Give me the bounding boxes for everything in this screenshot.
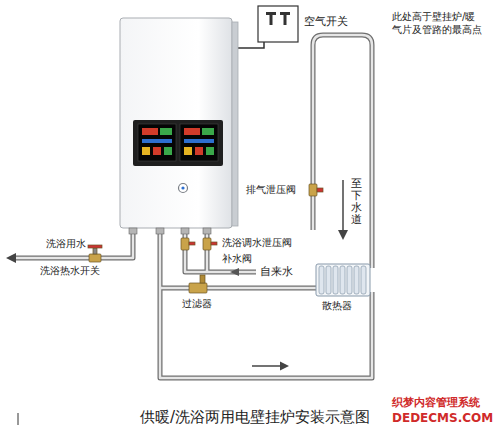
air-switch-symbol: [270, 15, 273, 25]
air-switch-symbol: [284, 15, 287, 25]
air-switch-symbol: [258, 6, 298, 42]
filter-symbol: [200, 275, 205, 283]
boiler-body: [164, 147, 172, 155]
radiator-symbol: [316, 264, 370, 296]
part-label: 自来水: [260, 265, 293, 278]
boiler-body: [232, 22, 238, 226]
part-label: 空气开关: [304, 15, 348, 28]
boiler-body: [142, 139, 172, 143]
pipe-core: [185, 228, 256, 272]
pipe-outline: [185, 228, 256, 272]
boiler-body: [156, 228, 164, 234]
air-switch-symbol: [266, 12, 276, 15]
valve-symbol: [93, 248, 97, 254]
boiler-body: [184, 147, 192, 155]
boiler-body: [153, 147, 161, 155]
boiler-body: [206, 147, 214, 155]
valve-symbol: [181, 238, 189, 250]
part-label: 过滤器: [182, 298, 212, 310]
pipe-outline: [160, 228, 372, 378]
watermark-text: DEDECMS.COM: [392, 411, 493, 425]
part-label: 散热器: [322, 300, 352, 312]
flow-arrow: [280, 362, 289, 371]
boiler-body: [120, 18, 232, 228]
valve-symbol: [189, 242, 195, 245]
boiler-body: [202, 128, 214, 135]
power-cable: [236, 42, 264, 48]
vertical-label: 至下水道: [351, 178, 362, 226]
air-switch-symbol: [280, 12, 290, 15]
boiler-body: [180, 124, 218, 161]
boiler-body: [184, 128, 200, 135]
boiler-body: [129, 228, 137, 234]
boiler-body: [142, 147, 150, 155]
radiator-symbol: [361, 266, 366, 294]
boiler-body: [179, 184, 188, 193]
flow-arrow: [342, 180, 344, 232]
boiler-body: [203, 228, 211, 234]
radiator-symbol: [319, 266, 324, 294]
boiler-body: [120, 18, 238, 234]
pipe-core: [160, 228, 372, 378]
stray-mark: [18, 413, 19, 425]
watermark-text: 织梦内容管理系统: [392, 396, 480, 409]
part-label: 补水阀: [222, 253, 252, 265]
flow-arrow: [6, 253, 16, 263]
flow-arrow: [338, 230, 348, 240]
flow-arrow: [252, 365, 281, 367]
valve-symbol: [88, 245, 102, 248]
radiator-symbol: [354, 266, 359, 294]
part-label: 洗浴用水: [46, 238, 86, 250]
note-text: 此处高于壁挂炉/暖气片及管路的最高点: [392, 10, 484, 36]
pipe-core: [313, 35, 372, 268]
valve-symbol: [88, 184, 323, 262]
valve-symbol: [89, 254, 101, 262]
flow-arrow: [230, 268, 239, 276]
boiler-body: [160, 128, 172, 135]
radiator-symbol: [333, 266, 338, 294]
part-label: 洗浴调水泄压阀: [222, 237, 292, 249]
radiator-symbol: [347, 266, 352, 294]
flow-arrow: [6, 180, 348, 371]
boiler-body: [142, 128, 158, 135]
radiator-symbol: [316, 264, 370, 296]
filter-symbol: [189, 283, 207, 293]
boiler-body: [138, 124, 176, 161]
valve-symbol: [211, 242, 217, 245]
stray-mark: [18, 413, 19, 425]
pipe-core: [14, 228, 133, 258]
boiler-body: [181, 186, 184, 189]
power-cable: [236, 42, 264, 48]
boiler-body: [184, 139, 214, 143]
valve-symbol: [317, 188, 323, 192]
boiler-body: [133, 120, 223, 166]
diagram-caption: 供暖/洗浴两用电壁挂炉安装示意图: [140, 408, 370, 426]
pipe-core: [160, 287, 316, 290]
boiler-body: [195, 147, 203, 155]
pipe-outline: [14, 228, 133, 258]
part-label: 洗浴热水开关: [40, 265, 100, 277]
filter-symbol: [189, 275, 207, 293]
part-label: 排气泄压阀: [246, 184, 296, 196]
boiler-body: [181, 228, 189, 234]
valve-symbol: [203, 238, 211, 250]
air-switch-symbol: [258, 6, 298, 42]
pipe-outline: [160, 286, 316, 291]
pipe-outline: [313, 35, 372, 268]
valve-symbol: [309, 184, 317, 196]
radiator-symbol: [340, 266, 345, 294]
radiator-symbol: [326, 266, 331, 294]
